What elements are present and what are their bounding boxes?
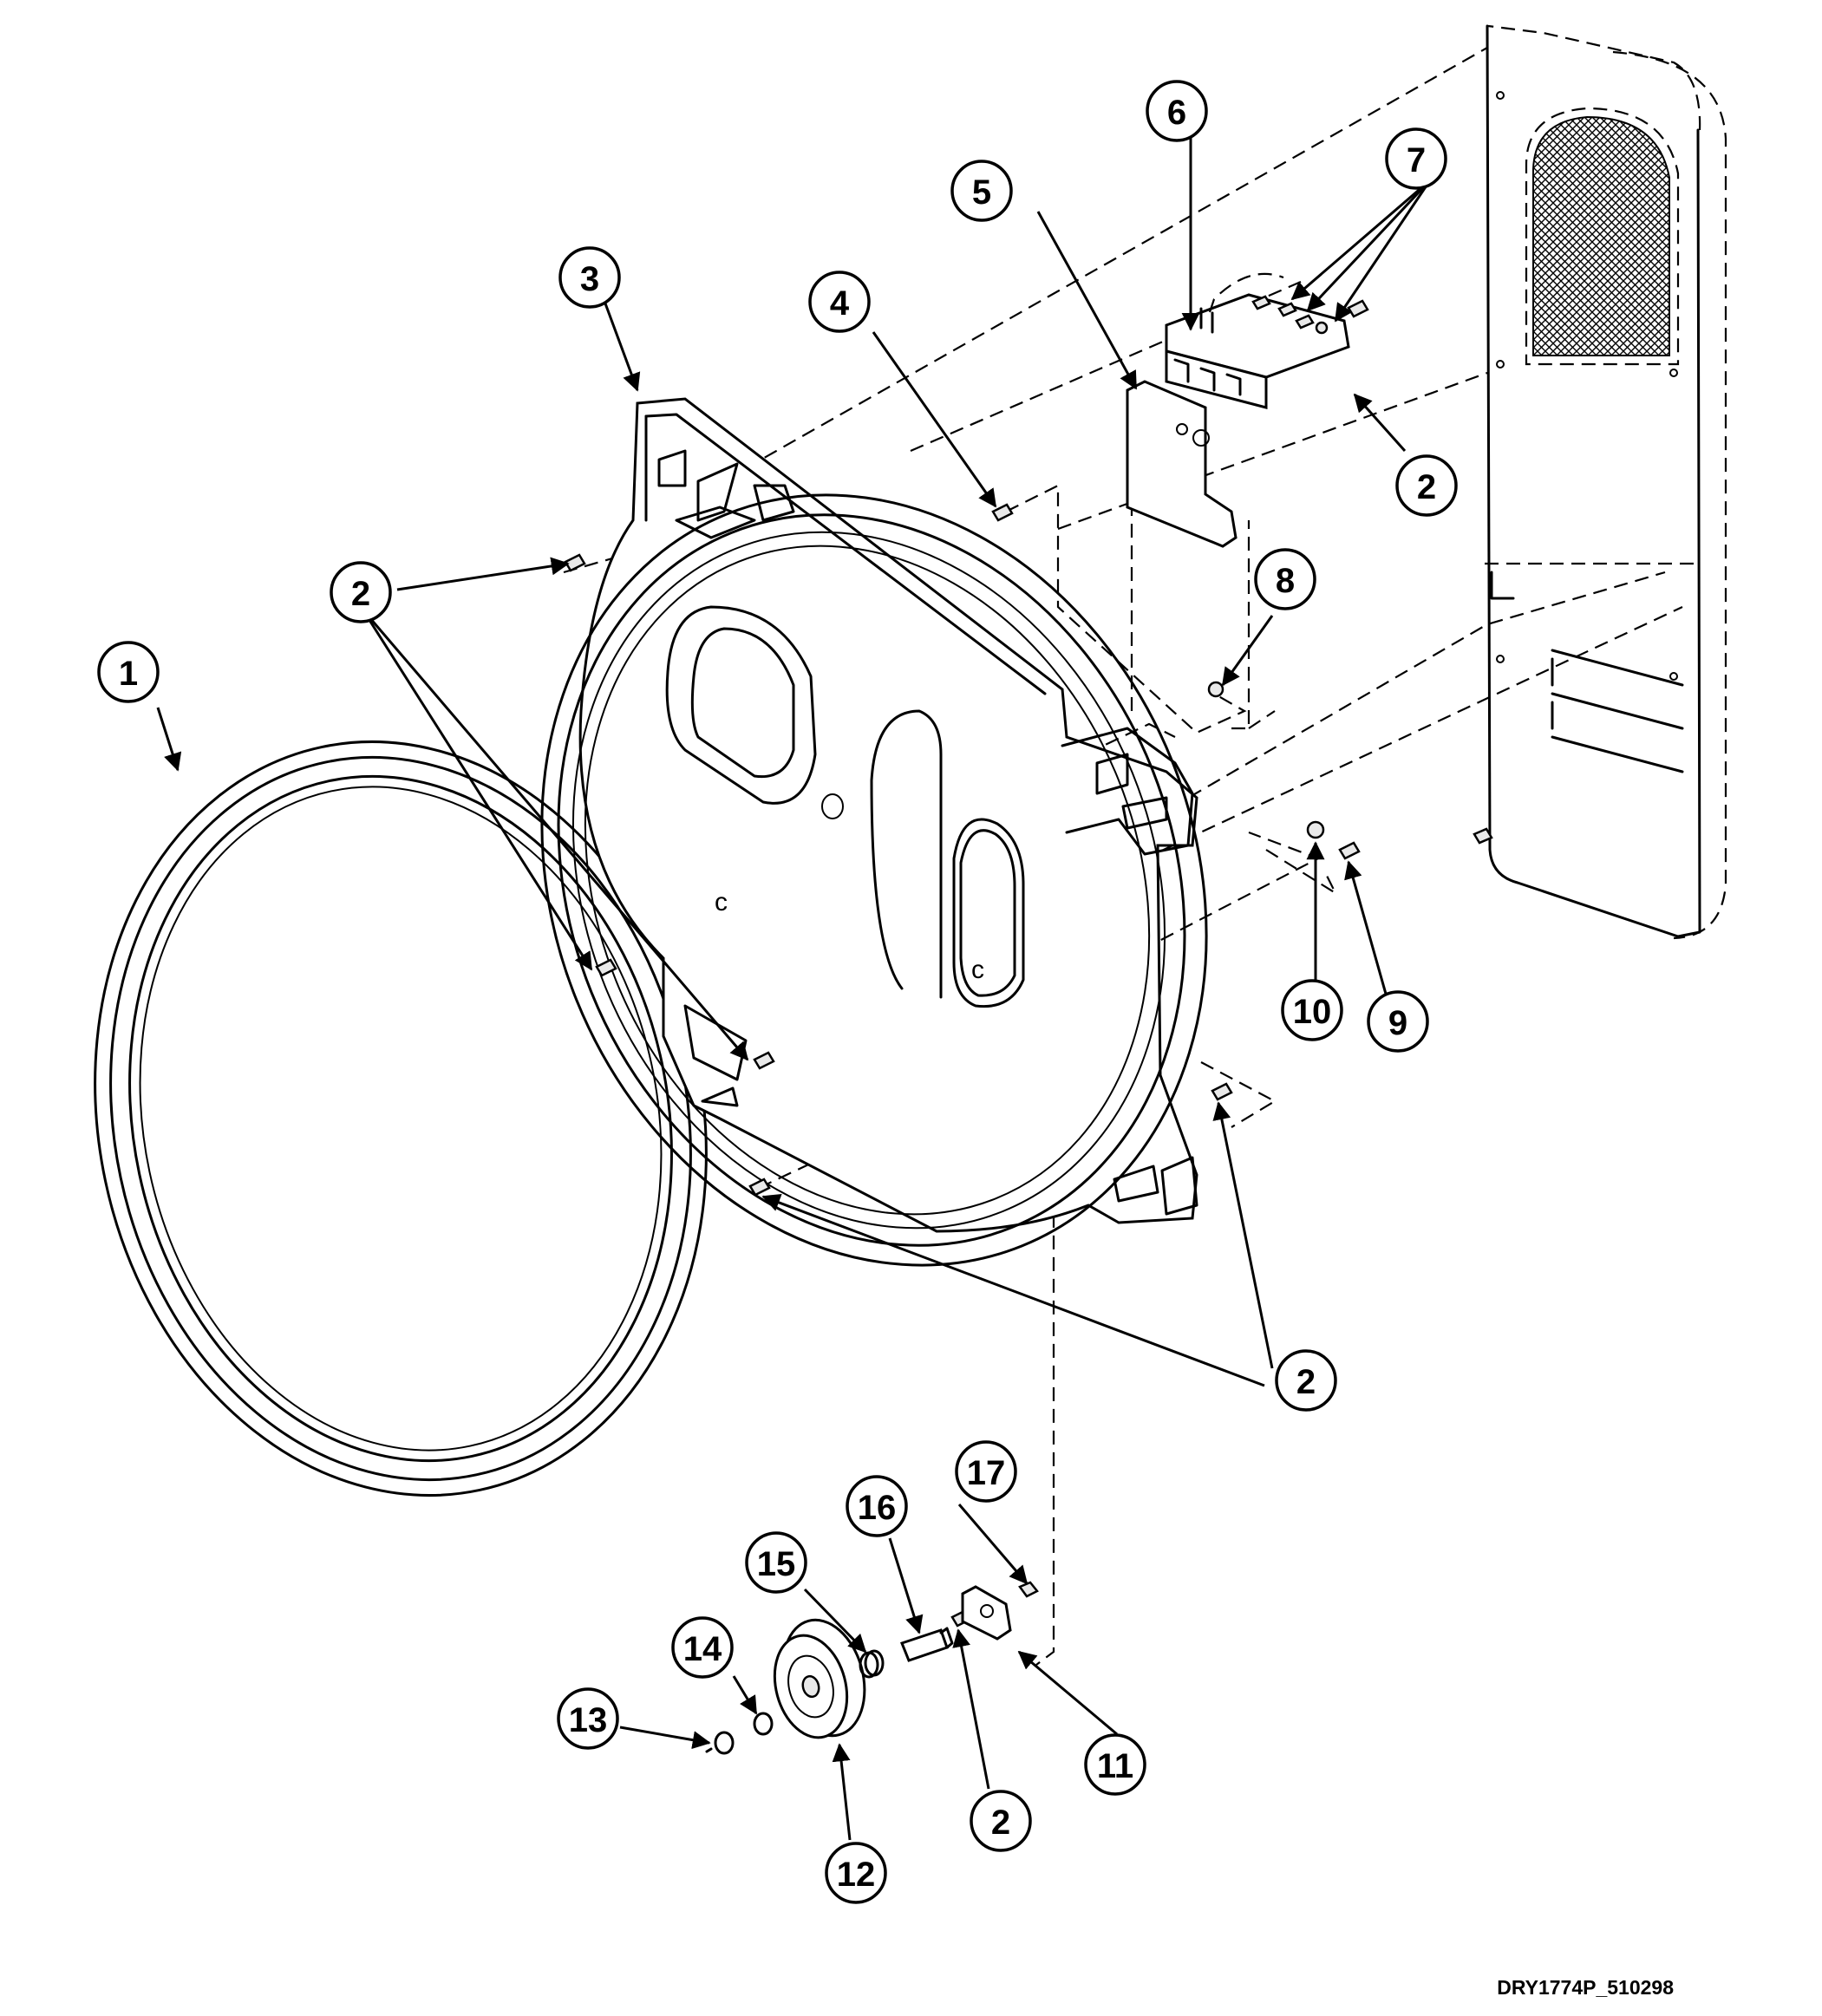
svg-text:c: c	[971, 956, 984, 984]
svg-text:13: 13	[569, 1701, 608, 1739]
terminal-block-assembly	[1126, 272, 1350, 548]
svg-text:12: 12	[837, 1856, 876, 1894]
part-8-nut	[1207, 681, 1224, 698]
callout-4: 4	[808, 271, 871, 333]
callout-1: 1	[97, 641, 160, 703]
svg-text:11: 11	[1097, 1747, 1133, 1785]
svg-text:17: 17	[967, 1454, 1006, 1492]
svg-text:16: 16	[858, 1489, 897, 1527]
callout-2-left: 2	[330, 561, 392, 623]
svg-text:2: 2	[991, 1804, 1010, 1842]
svg-text:14: 14	[683, 1630, 722, 1668]
callout-6: 6	[1146, 80, 1208, 142]
svg-text:9: 9	[1388, 1004, 1407, 1042]
callouts: 1 3 4 5 6 7 2 8 10 9 2 2 17 16 15 14 13 …	[97, 80, 1458, 1904]
callout-14: 14	[671, 1616, 734, 1679]
svg-text:3: 3	[580, 260, 599, 298]
callout-16: 16	[846, 1475, 908, 1537]
callout-2-bottom-right: 2	[1275, 1349, 1337, 1412]
callout-12: 12	[825, 1842, 887, 1904]
callout-10: 10	[1281, 979, 1343, 1041]
part-10-washer	[1306, 820, 1325, 839]
svg-text:2: 2	[1296, 1363, 1316, 1401]
leader-lines	[156, 134, 1432, 1841]
callout-8: 8	[1254, 548, 1316, 610]
front-bulkhead: c c	[540, 397, 1208, 1267]
svg-text:2: 2	[351, 575, 370, 613]
svg-text:1: 1	[119, 655, 138, 693]
roller-assembly	[705, 1581, 1039, 1755]
svg-text:6: 6	[1167, 94, 1186, 132]
callout-9: 9	[1367, 990, 1429, 1053]
callout-3: 3	[558, 246, 621, 309]
callout-2-top-right: 2	[1395, 454, 1458, 517]
svg-text:8: 8	[1276, 562, 1295, 600]
callout-2-bottom: 2	[970, 1790, 1032, 1852]
svg-text:c: c	[715, 888, 728, 917]
callout-15: 15	[745, 1531, 807, 1594]
callout-7: 7	[1385, 127, 1447, 190]
drawing-code: DRY1774P_510298	[1497, 1976, 1674, 1999]
svg-text:4: 4	[830, 284, 850, 323]
screws	[564, 299, 1493, 1628]
svg-text:15: 15	[757, 1545, 796, 1583]
callout-5: 5	[950, 160, 1013, 222]
svg-text:10: 10	[1293, 993, 1332, 1031]
cabinet-rear-panel	[1485, 24, 1727, 940]
callout-17: 17	[955, 1440, 1017, 1503]
svg-text:2: 2	[1417, 468, 1436, 506]
callout-13: 13	[557, 1687, 619, 1750]
callout-11: 11	[1084, 1733, 1146, 1796]
svg-text:7: 7	[1407, 141, 1426, 179]
svg-text:5: 5	[972, 173, 991, 212]
